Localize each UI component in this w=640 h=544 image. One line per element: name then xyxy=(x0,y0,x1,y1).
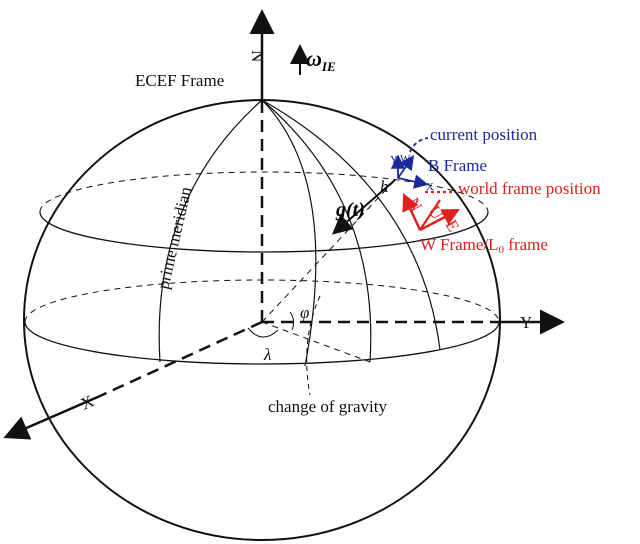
prime-meridian-line xyxy=(158,99,263,363)
projection-line xyxy=(261,321,371,363)
meridian-line xyxy=(261,99,441,351)
latitude-back xyxy=(39,171,489,213)
gravity-vector xyxy=(331,179,396,235)
prime-meridian-label: prime meridian xyxy=(153,184,195,290)
ecef-frame-label: ECEF Frame xyxy=(135,71,224,90)
gravity-label: g(t) xyxy=(335,199,365,221)
n-axis-label: N xyxy=(248,50,267,62)
x-axis-inner xyxy=(99,320,263,398)
b-axis-x: X xyxy=(426,181,434,193)
phi-arc xyxy=(289,311,295,331)
w-axis-n: N xyxy=(404,195,427,215)
omega-label: ωIE xyxy=(306,46,336,74)
world-frame-position-label: world frame position xyxy=(458,179,601,198)
y-axis-label: Y xyxy=(520,313,532,332)
b-frame-axes xyxy=(390,137,429,189)
change-of-gravity-pointer xyxy=(306,295,321,396)
b-axis-w: W xyxy=(400,153,411,165)
w-frame-axes xyxy=(402,190,460,231)
change-of-gravity-label: change of gravity xyxy=(268,397,387,416)
x-axis-outer xyxy=(3,394,101,440)
lambda-arc xyxy=(247,327,279,338)
x-axis-label: X xyxy=(78,391,97,413)
equator-front xyxy=(24,321,500,365)
meridian-line xyxy=(261,99,317,367)
current-position-label: current position xyxy=(430,125,538,144)
w-frame-label: W Frame/L0 frame xyxy=(420,235,548,256)
meridian-line xyxy=(261,99,372,363)
height-label: h xyxy=(380,177,389,196)
phi-label: φ xyxy=(300,303,309,322)
lambda-label: λ xyxy=(263,345,271,364)
latitude-front xyxy=(39,211,489,253)
b-axis-y: Y xyxy=(390,154,398,166)
b-frame-label: B Frame xyxy=(428,156,487,175)
w-axis-e: E xyxy=(442,217,464,235)
